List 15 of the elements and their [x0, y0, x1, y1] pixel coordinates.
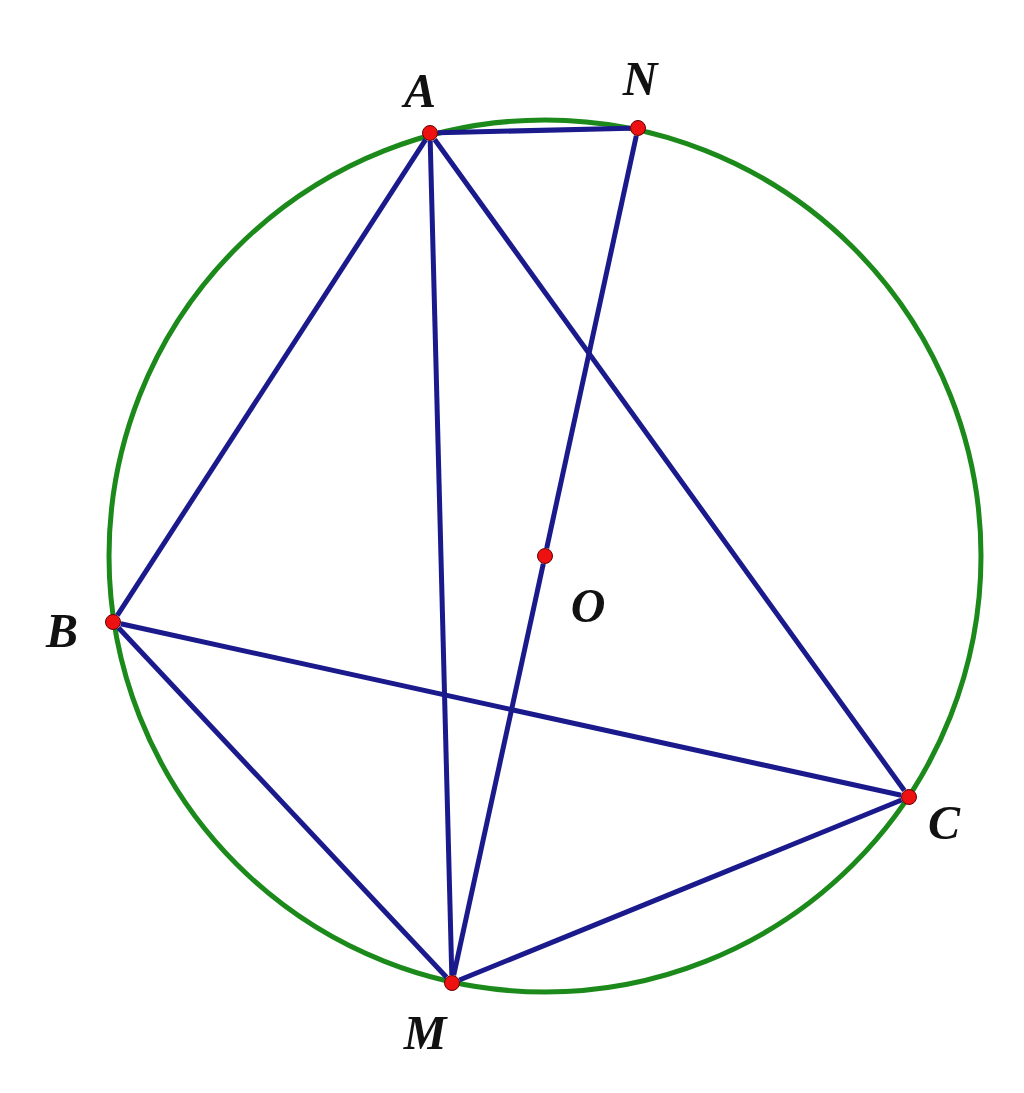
line-segment: [451, 563, 546, 976]
line-segment: [116, 626, 449, 979]
line-segment: [544, 135, 639, 549]
point-label: B: [44, 603, 79, 657]
line-segment: [437, 125, 631, 136]
line-segment: [427, 140, 455, 976]
point-label: M: [402, 1005, 449, 1059]
line-segment: [120, 621, 902, 798]
line-segment: [432, 138, 907, 792]
line-segment: [115, 138, 428, 617]
point-label: C: [927, 795, 962, 849]
point-label: A: [396, 63, 444, 117]
point-label: O: [569, 578, 607, 632]
point-label: N: [621, 51, 660, 105]
line-segment: [458, 797, 903, 983]
